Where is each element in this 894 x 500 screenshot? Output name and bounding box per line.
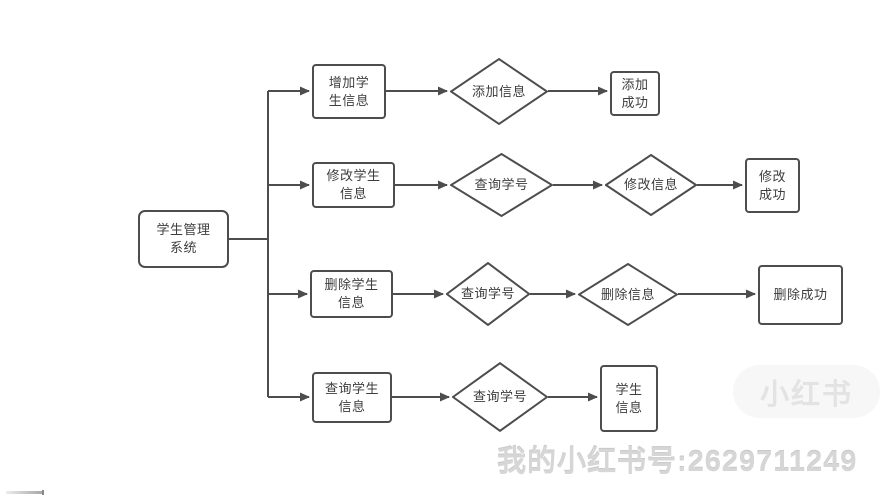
node-label: 修改学生 信息 xyxy=(326,168,381,201)
partial-element-line xyxy=(6,490,44,495)
node-label: 学生 信息 xyxy=(615,381,643,415)
node-query-student-info: 查询学生 信息 xyxy=(312,372,392,423)
node-add-success: 添加 成功 xyxy=(610,71,660,116)
node-student-management-system: 学生管理 系统 xyxy=(138,210,229,268)
diamond-shape xyxy=(605,154,697,216)
node-label: 修改 成功 xyxy=(758,168,786,202)
node-label: 学生管理 系统 xyxy=(156,222,211,255)
decision-delete-info: 删除信息 xyxy=(578,263,678,326)
xiaohongshu-badge-label: 小红书 xyxy=(759,378,853,411)
diamond-shape xyxy=(446,262,530,326)
node-modify-success: 修改 成功 xyxy=(745,158,800,213)
node-label: 增加学 生信息 xyxy=(328,74,370,108)
node-add-student-info: 增加学 生信息 xyxy=(312,64,386,119)
xiaohongshu-badge: 小红书 xyxy=(733,365,880,418)
decision-modify-info: 修改信息 xyxy=(605,154,697,216)
diamond-shape xyxy=(452,362,548,432)
watermark-caption: 我的小红书号:2629711249 xyxy=(497,446,858,478)
decision-label: 删除信息 xyxy=(600,286,655,302)
decision-query-student-id-query: 查询学号 xyxy=(452,362,548,432)
diamond-shape xyxy=(450,58,548,125)
node-label: 删除成功 xyxy=(773,287,828,303)
decision-add-info: 添加信息 xyxy=(450,58,548,125)
node-modify-student-info: 修改学生 信息 xyxy=(312,162,395,208)
decision-query-student-id-delete: 查询学号 xyxy=(446,262,530,326)
node-delete-student-info: 删除学生 信息 xyxy=(310,270,393,318)
node-label: 添加 成功 xyxy=(621,76,649,110)
decision-label: 查询学号 xyxy=(460,286,515,302)
node-student-info-result: 学生 信息 xyxy=(600,365,658,432)
decision-query-student-id-modify: 查询学号 xyxy=(450,153,553,217)
partial-element-tick xyxy=(42,490,44,495)
node-delete-success: 删除成功 xyxy=(758,265,843,325)
node-label: 删除学生 信息 xyxy=(324,277,379,310)
decision-label: 查询学号 xyxy=(474,177,529,193)
diamond-shape xyxy=(578,263,678,326)
node-label: 查询学生 信息 xyxy=(324,380,379,414)
decision-label: 查询学号 xyxy=(472,389,527,405)
decision-label: 修改信息 xyxy=(623,177,678,193)
decision-label: 添加信息 xyxy=(471,83,526,99)
diamond-shape xyxy=(450,153,553,217)
